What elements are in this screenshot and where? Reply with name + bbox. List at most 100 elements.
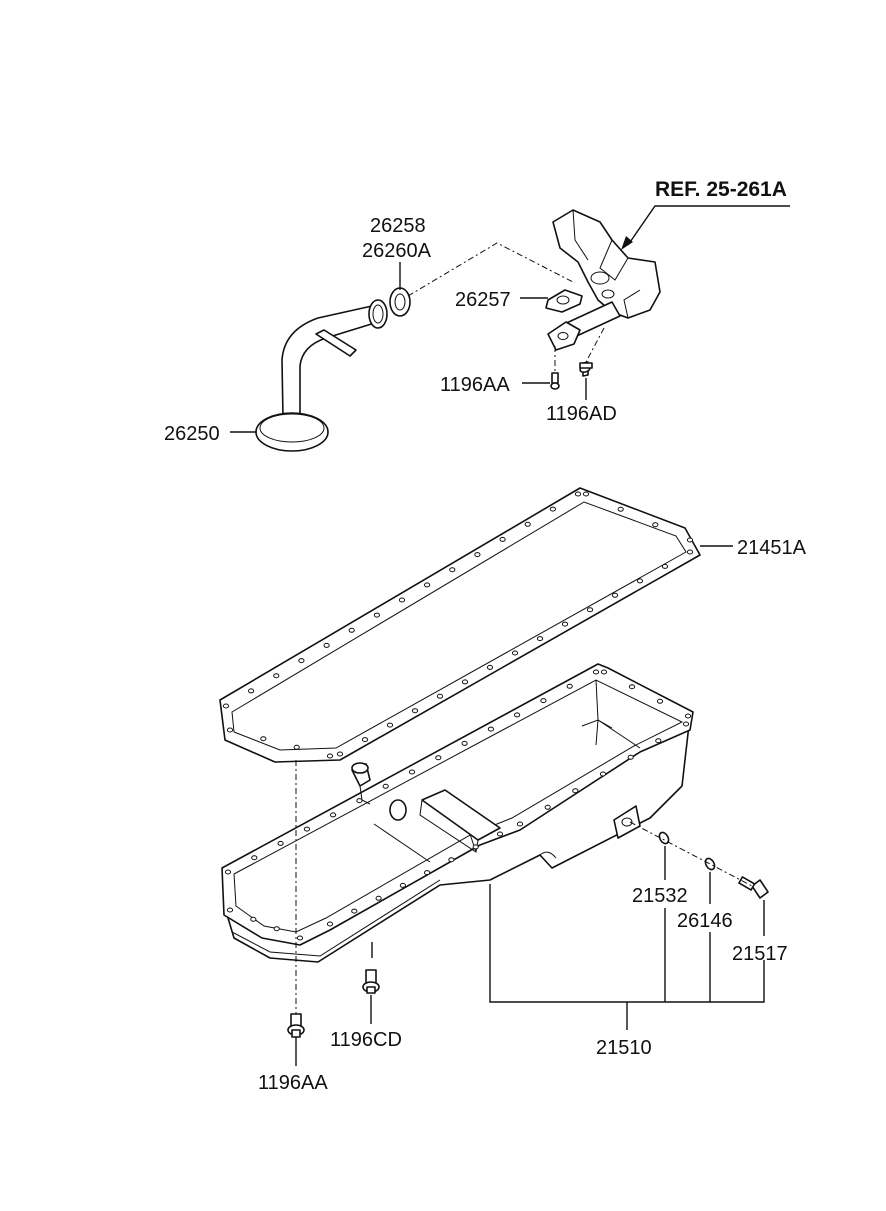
gasket-bolt-hole-icon	[661, 563, 669, 569]
gasket-bolt-hole-icon	[524, 521, 531, 527]
pan-bolt-hole-icon	[540, 698, 547, 704]
bolt-1196ad-upper-icon	[579, 361, 593, 377]
label-21510: 21510	[596, 1037, 652, 1059]
gasket-bolt-hole-icon	[348, 627, 355, 633]
gasket-bolt-hole-icon	[361, 737, 369, 743]
pan-bolt-hole-icon	[303, 826, 310, 832]
label-21532: 21532	[632, 885, 688, 907]
pan-bolt-hole-icon	[382, 783, 389, 789]
flange-gasket-part	[545, 289, 583, 313]
oil-pan-bolt-holes	[224, 669, 692, 941]
gasket-bolt-hole-icon	[273, 673, 280, 679]
pan-bolt-hole-icon	[599, 771, 607, 777]
gasket-bolt-hole-icon	[323, 642, 330, 648]
gasket-bolt-hole-icon	[536, 636, 544, 642]
pan-bolt-hole-icon	[684, 713, 692, 719]
gasket-bolt-hole-icon	[686, 537, 694, 543]
leader-21510	[489, 884, 765, 1030]
gasket-bolt-hole-icon	[411, 708, 419, 714]
gasket-bolt-hole-icon	[386, 722, 394, 728]
pan-bolt-hole-icon	[326, 921, 334, 927]
label-26146: 26146	[677, 910, 733, 932]
gasket-bolt-hole-icon	[561, 621, 569, 627]
pan-bolt-hole-icon	[448, 857, 455, 863]
label-1196aa-lower: 1196AA	[258, 1072, 328, 1094]
gasket-bolt-hole-icon	[499, 536, 506, 542]
label-1196cd: 1196CD	[330, 1029, 402, 1051]
pan-gasket-bolt-holes	[222, 491, 694, 759]
pan-bolt-hole-icon	[600, 669, 608, 675]
pan-bolt-hole-icon	[251, 855, 258, 861]
label-26260a: 26260A	[362, 240, 432, 262]
gasket-bolt-hole-icon	[511, 650, 519, 656]
gasket-bolt-hole-icon	[336, 751, 344, 757]
label-1196aa-upper: 1196AA	[440, 374, 510, 396]
gasket-bolt-hole-icon	[474, 552, 481, 558]
label-21517: 21517	[732, 943, 788, 965]
drain-plug-21517-icon	[738, 876, 769, 899]
gasket-bolt-hole-icon	[248, 688, 255, 694]
pan-bolt-hole-icon	[375, 895, 382, 901]
gasket-bolt-hole-icon	[652, 522, 659, 528]
pan-bolt-hole-icon	[627, 754, 634, 760]
pan-bolt-hole-icon	[296, 935, 304, 941]
gasket-bolt-hole-icon	[398, 597, 406, 603]
gasket-bolt-hole-icon	[617, 506, 624, 512]
pan-bolt-hole-icon	[273, 926, 280, 932]
pan-bolt-hole-icon	[572, 788, 579, 794]
pan-bolt-hole-icon	[277, 840, 284, 846]
gasket-bolt-hole-icon	[449, 567, 456, 573]
gasket-bolt-hole-icon	[611, 592, 619, 598]
gasket-bolt-hole-icon	[373, 612, 380, 618]
pan-bolt-hole-icon	[487, 726, 494, 732]
gasket-bolt-hole-icon	[582, 491, 590, 497]
gasket-bolt-hole-icon	[298, 658, 305, 664]
pan-bolt-hole-icon	[656, 698, 664, 704]
bolt-1196aa-lower-icon	[287, 1013, 305, 1038]
pan-bolt-hole-icon	[566, 683, 573, 689]
pan-bolt-hole-icon	[351, 908, 358, 914]
gasket-bolt-hole-icon	[293, 744, 300, 750]
pan-bolt-hole-icon	[592, 669, 600, 675]
bolt-1196aa-upper-icon	[550, 372, 560, 390]
pan-bolt-hole-icon	[226, 907, 234, 913]
pan-bolt-hole-icon	[514, 712, 521, 718]
pan-bolt-hole-icon	[356, 798, 363, 804]
label-26250: 26250	[164, 423, 220, 445]
gasket-bolt-hole-icon	[686, 549, 694, 555]
label-26258: 26258	[370, 215, 426, 237]
pan-bolt-hole-icon	[408, 769, 416, 775]
gasket-bolt-hole-icon	[222, 703, 230, 709]
gasket-bolt-hole-icon	[574, 491, 582, 497]
pan-gasket-part	[219, 487, 701, 763]
label-21451a: 21451A	[737, 537, 807, 559]
pan-bolt-hole-icon	[461, 740, 468, 746]
gasket-bolt-hole-icon	[486, 664, 494, 670]
gasket-bolt-hole-icon	[260, 736, 267, 742]
pan-bolt-hole-icon	[682, 721, 690, 727]
label-1196ad: 1196AD	[546, 403, 617, 425]
pan-bolt-hole-icon	[496, 831, 504, 837]
label-26257: 26257	[455, 289, 511, 311]
gasket-bolt-hole-icon	[461, 679, 469, 685]
gasket-bolt-hole-icon	[549, 506, 557, 512]
pan-bolt-hole-icon	[224, 869, 232, 875]
pan-bolt-hole-icon	[399, 882, 406, 888]
gasket-bolt-hole-icon	[326, 753, 334, 759]
pan-bolt-hole-icon	[544, 804, 551, 810]
pan-bolt-hole-icon	[655, 738, 662, 744]
pan-bolt-hole-icon	[516, 821, 524, 827]
drain-washer-26146-icon	[704, 857, 716, 871]
gasket-bolt-hole-icon	[586, 607, 594, 613]
reference-leader	[621, 205, 790, 250]
pan-bolt-hole-icon	[424, 870, 431, 876]
gasket-bolt-hole-icon	[436, 693, 444, 699]
oil-pan-part	[221, 663, 694, 963]
oil-pump-reference-part	[552, 209, 661, 319]
pan-bolt-hole-icon	[628, 684, 636, 690]
pan-bolt-hole-icon	[330, 812, 337, 818]
tube-gasket-part	[389, 287, 411, 317]
gasket-bolt-hole-icon	[226, 727, 234, 733]
drain-gasket-21532-icon	[658, 831, 670, 845]
